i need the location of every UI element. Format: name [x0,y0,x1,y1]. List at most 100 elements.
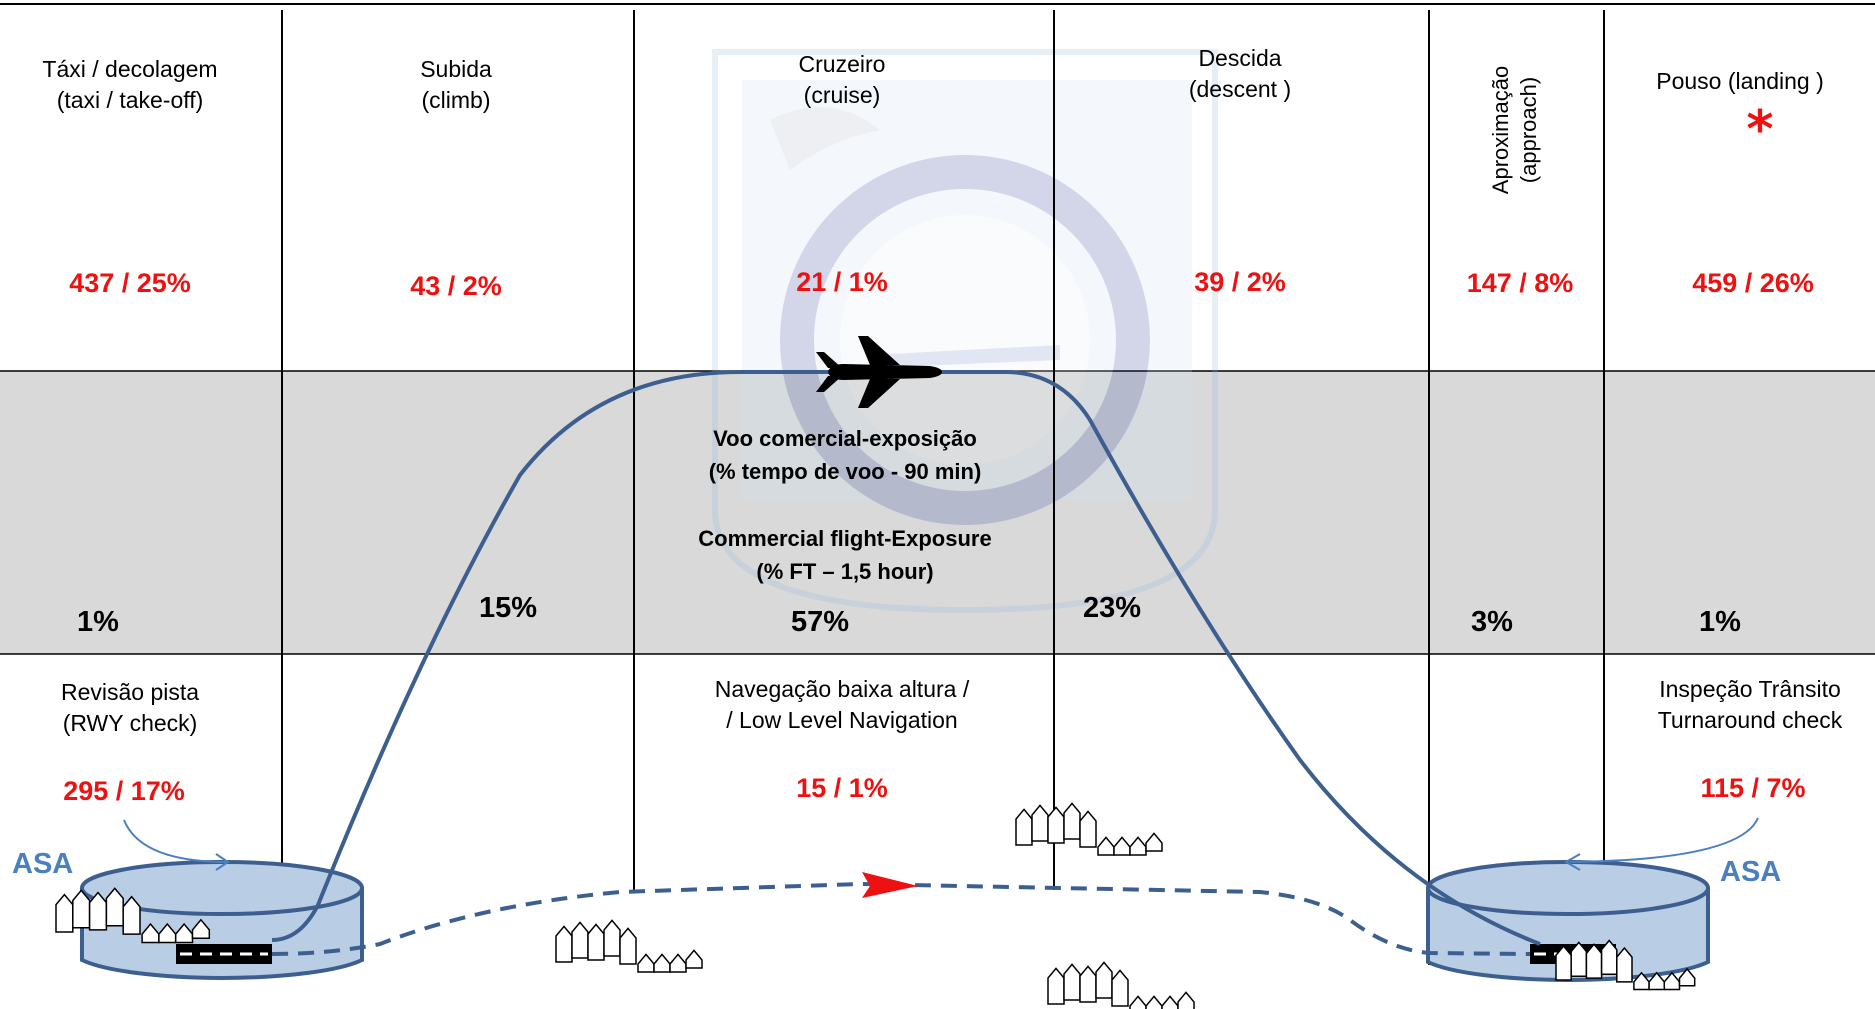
ground-op-turnaround-stat: 115 / 7% [1700,773,1806,803]
exposure-note-pt: Voo comercial-exposição (% tempo de voo … [620,422,1070,488]
house-icon [1663,971,1681,991]
ground-op-low-level-line1: Navegação baixa altura / [714,676,970,702]
phase-climb-exposure: 15% [478,592,538,624]
house-icon [1111,969,1129,1007]
departure-airport-cylinder [80,860,364,980]
phase-climb-label-en: (climb) [421,87,491,113]
phase-descent-label: Descida (descent ) [1120,43,1360,105]
phase-climb-label-pt: Subida [420,56,492,82]
house-icon [587,923,605,961]
villages [55,802,1696,1009]
phase-landing-label-pt: Pouso (landing ) [1656,68,1824,94]
phase-cruise-stat: 21 / 1% [796,267,888,297]
ground-op-rwy-check-line1: Revisão pista [60,679,200,705]
house-icon [555,925,573,963]
exposure-note-en: Commercial flight-Exposure (% FT – 1,5 h… [620,522,1070,588]
house-icon [1585,943,1603,979]
house-icon [1063,963,1081,1001]
house-icon [669,953,687,973]
house-icon [72,889,91,929]
house-icon [1555,945,1572,981]
house-icon [1600,939,1618,976]
house-icon [653,953,671,973]
ground-op-rwy-check-stat: 295 / 17% [63,776,185,806]
house-icon [603,919,621,957]
house-icon [1095,961,1113,999]
phase-approach-label: Aproximação (approach) [1487,55,1547,205]
house-icon [1145,832,1163,852]
ground-op-turnaround-line1: Inspeção Trânsito [1659,676,1841,702]
house-icon [1161,995,1179,1009]
exposure-note-pt-line2: (% tempo de voo - 90 min) [708,459,982,484]
direction-arrow-icon [862,872,918,898]
phase-cruise-label-pt: Cruzeiro [798,51,886,77]
ground-op-turnaround-line2: Turnaround check [1657,707,1843,733]
house-icon [1129,836,1147,856]
house-icon [1079,810,1097,848]
house-icon [174,922,194,944]
phase-climb-label: Subida (climb) [336,54,576,116]
phase-taxi-label: Táxi / decolagem (taxi / take-off) [10,54,250,116]
phase-climb-stat: 43 / 2% [410,271,502,301]
exposure-note-pt-line1: Voo comercial-exposição [713,426,977,451]
house-icon [158,922,177,944]
exposure-note-en-line2: (% FT – 1,5 hour) [756,559,934,584]
house-icon [1047,967,1065,1005]
phase-approach-label-en: (approach) [1516,76,1541,184]
house-icon [1063,802,1081,840]
house-icon [571,921,589,959]
phase-cruise-label: Cruzeiro (cruise) [722,49,962,111]
house-icon [105,887,124,927]
exposure-note-en-line1: Commercial flight-Exposure [698,526,992,551]
asa-label-right: ASA [1720,856,1782,888]
ground-op-low-level-stat: 15 / 1% [796,773,888,803]
asa-label-left: ASA [12,848,74,880]
house-icon [619,927,637,965]
phase-approach-label-pt: Aproximação [1488,65,1513,195]
phase-taxi-label-en: (taxi / take-off) [56,87,204,113]
watermark-emblem [712,49,1218,614]
house-icon [1648,971,1666,991]
house-icon [1570,941,1588,977]
exposure-band [0,371,1875,654]
house-icon [1678,967,1696,987]
house-icon [1047,806,1065,844]
house-icon [1079,965,1097,1003]
house-icon [1097,836,1115,856]
phase-taxi-stat: 437 / 25% [69,268,191,298]
house-icon [1145,995,1163,1009]
phase-approach-stat: 147 / 8% [1466,268,1574,298]
house-icon [1015,808,1033,846]
house-icon [141,922,160,944]
flight-path [271,370,1541,946]
phase-landing-label: Pouso (landing ) [1615,66,1865,97]
ground-op-turnaround-label: Inspeção Trânsito Turnaround check [1625,674,1875,736]
airplane-icon [816,336,942,408]
house-icon [1031,804,1049,842]
phase-approach-exposure: 3% [1471,606,1513,638]
phase-landing-exposure: 1% [1699,606,1741,638]
house-icon [122,895,141,935]
phase-landing-stat: 459 / 26% [1692,268,1814,298]
ground-op-low-level-label: Navegação baixa altura / / Low Level Nav… [662,674,1022,736]
ground-op-rwy-check-line2: (RWY check) [62,710,198,736]
phase-cruise-exposure: 57% [790,606,850,638]
ground-op-rwy-check-label: Revisão pista (RWY check) [10,677,250,739]
house-icon [685,949,703,969]
phase-descent-exposure: 23% [1082,592,1142,624]
runway-icon [176,944,272,964]
low-level-path [271,881,1531,956]
arrival-airport-cylinder [1426,860,1710,982]
phase-descent-stat: 39 / 2% [1194,267,1286,297]
phase-cruise-label-en: (cruise) [803,82,881,108]
phase-descent-label-en: (descent ) [1188,76,1292,102]
house-icon [1616,946,1633,983]
house-icon [1129,995,1147,1009]
house-icon [88,891,108,931]
house-icon [1177,991,1195,1009]
phase-taxi-label-pt: Táxi / decolagem [42,56,218,82]
house-icon [1113,836,1131,856]
phase-descent-label-pt: Descida [1198,45,1282,71]
